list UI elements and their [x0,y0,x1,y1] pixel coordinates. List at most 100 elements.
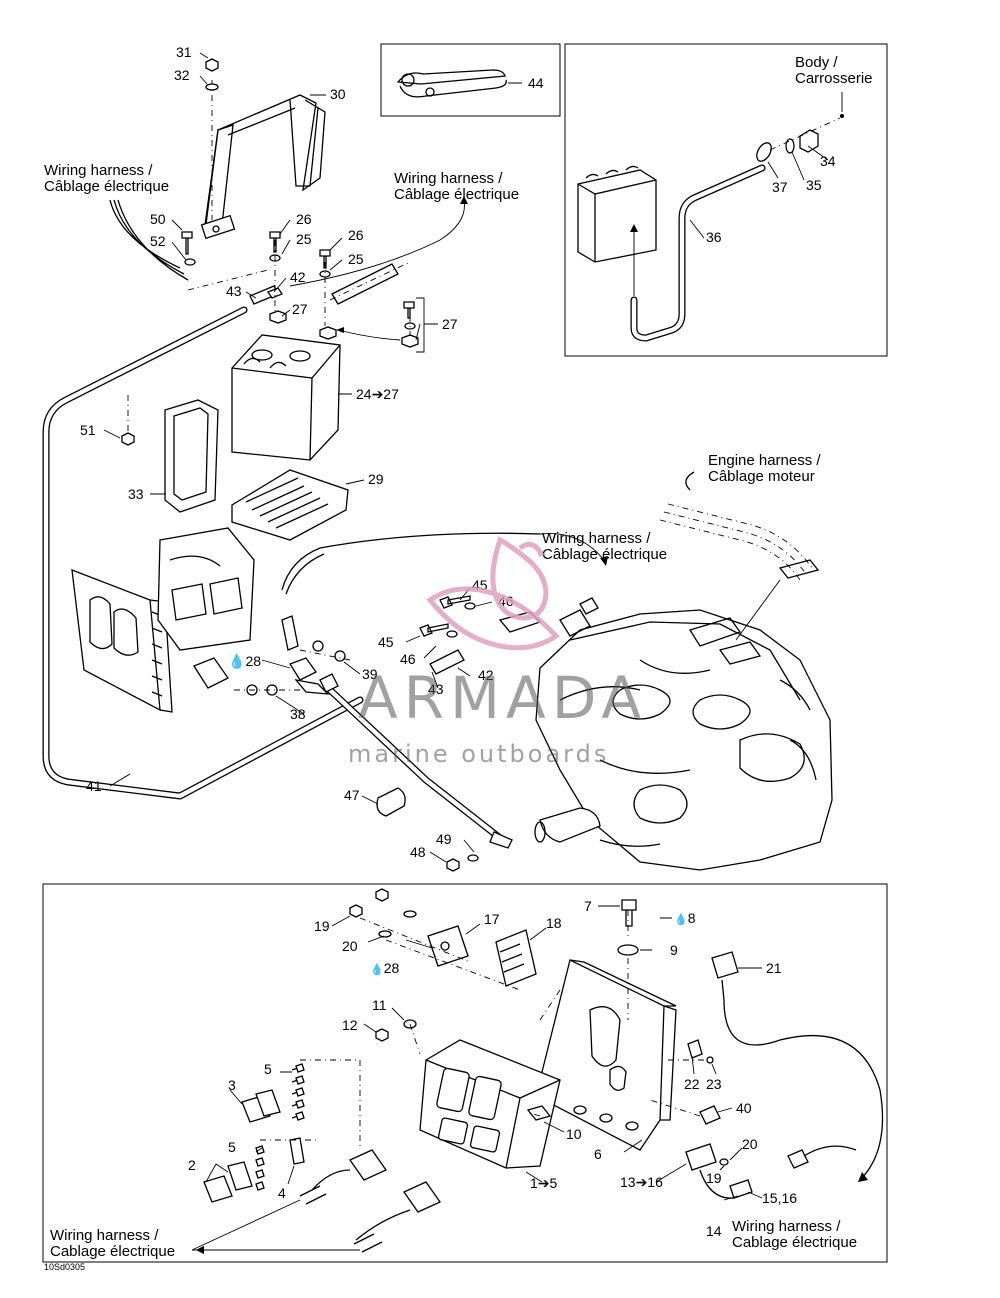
caption-engine-harness-2: Câblage moteur [708,468,815,485]
callout-9: 9 [670,942,678,958]
connector-far-right [787,1145,857,1169]
washer-20-lower [719,1158,729,1166]
watermark-logo: ARMADA marine outboards [348,536,641,768]
engine-harness-bundle [659,471,820,581]
callout-25-b: 25 [348,251,364,267]
terminals-5-upper [291,1063,305,1121]
mounting-plate-6 [539,959,677,1151]
terminal-37 [756,142,772,162]
callout-37: 37 [772,179,788,195]
caption-wiring-harness-mid-2: Câblage électrique [542,546,667,563]
captions: Wiring harness / Câblage électrique Wiri… [44,54,873,1272]
connector-3 [241,1089,281,1123]
figure-code: 10Sd0305 [44,1262,85,1272]
callout-25-a: 25 [296,231,312,247]
callout-3: 3 [228,1077,236,1093]
caption-wiring-harness-top-mid-2: Câblage électrique [394,186,519,203]
callout-27-a: 27 [292,301,308,317]
caption-body-2: Carrosserie [795,70,873,87]
callout-28-b: 💧28 [370,960,399,976]
fuse-holder-17 [427,925,469,967]
callout-32: 32 [174,67,190,83]
washer-32 [205,83,219,91]
nut-34 [799,129,819,153]
terminal-nut-27 [269,310,419,348]
callout-51: 51 [80,422,96,438]
positive-cable-boot [329,261,411,305]
battery-cable-47 [326,686,513,849]
callout-47: 47 [344,787,360,803]
callout-46-b: 46 [400,651,416,667]
callout-38: 38 [290,706,306,722]
harness-wires-left [109,199,189,281]
sealant-icon: 💧 [370,963,384,976]
callout-52: 52 [150,233,166,249]
callout-28-a: 💧28 [228,653,261,670]
callout-26-b: 26 [348,227,364,243]
caption-wiring-harness-mid-1: Wiring harness / [542,530,651,547]
ecm-module-left [71,569,173,713]
terminals-5-lower [255,1145,265,1191]
callout-49: 49 [436,831,452,847]
cable-lug-42-43 [319,649,465,693]
callout-10: 10 [566,1126,582,1142]
callout-36: 36 [706,229,722,245]
callout-5-a: 5 [264,1061,272,1077]
nuts-washers-19-20 [349,888,417,938]
lock-washer-35 [785,138,795,154]
callout-11: 11 [372,997,387,1013]
caption-wiring-harness-bottom-right-1: Wiring harness / [732,1218,841,1235]
retainer-4 [289,1137,305,1165]
callout-48: 48 [410,844,426,860]
callout-35: 35 [806,177,822,193]
callout-24-27: 24➔27 [356,386,399,402]
ecm-bracket-left [157,527,255,651]
callout-27-b: 27 [442,316,458,332]
inset-box-body-ground [564,43,888,357]
callout-20-a: 20 [342,938,358,954]
callout-6: 6 [594,1146,602,1162]
callout-42-a: 42 [290,269,306,285]
battery-cable-41 [42,306,364,800]
callout-30: 30 [330,86,346,102]
callout-4: 4 [278,1185,286,1201]
caption-wiring-harness-bottom-left-1: Wiring harness / [50,1227,159,1244]
callout-13-16: 13➔16 [620,1174,663,1190]
caption-body-1: Body / [795,54,838,71]
relay-18 [495,929,537,987]
callout-19-b: 19 [706,1170,722,1186]
washer-49 [467,854,479,862]
battery-box-33 [164,399,219,513]
callout-31: 31 [176,44,192,60]
bracket-40 [699,1105,721,1125]
ground-cable-36 [630,164,766,342]
callout-34: 34 [820,153,836,169]
callout-43-a: 43 [226,283,242,299]
callout-45-b: 45 [378,634,394,650]
terminal-lug-43 [249,285,283,305]
callout-44: 44 [528,75,544,91]
sealant-icon: 💧 [228,653,245,670]
callout-7: 7 [584,898,592,914]
bolt-7 [621,899,637,927]
caption-wiring-harness-bottom-right-2: Cablage électrique [732,1234,857,1251]
caption-wiring-harness-top-left-2: Câblage électrique [44,178,169,195]
callout-12: 12 [342,1017,358,1033]
callout-5-b: 5 [228,1139,236,1155]
nut-51 [121,432,135,446]
callout-50: 50 [150,211,166,227]
connector-2 [203,1161,253,1203]
harness-connectors-lower [299,1149,441,1253]
sealant-icon: 💧 [674,913,688,926]
fuse-10 [526,1105,552,1121]
callout-22: 22 [684,1076,700,1092]
caption-engine-harness-1: Engine harness / [708,452,821,469]
callout-42-b: 42 [478,667,494,683]
clip-22 [687,1039,703,1059]
callout-20-b: 20 [742,1136,758,1152]
callout-18: 18 [546,915,562,931]
caption-wiring-harness-top-left-1: Wiring harness / [44,162,153,179]
battery-bracket-30 [200,94,326,240]
callout-33: 33 [128,486,144,502]
callout-26-a: 26 [296,211,312,227]
